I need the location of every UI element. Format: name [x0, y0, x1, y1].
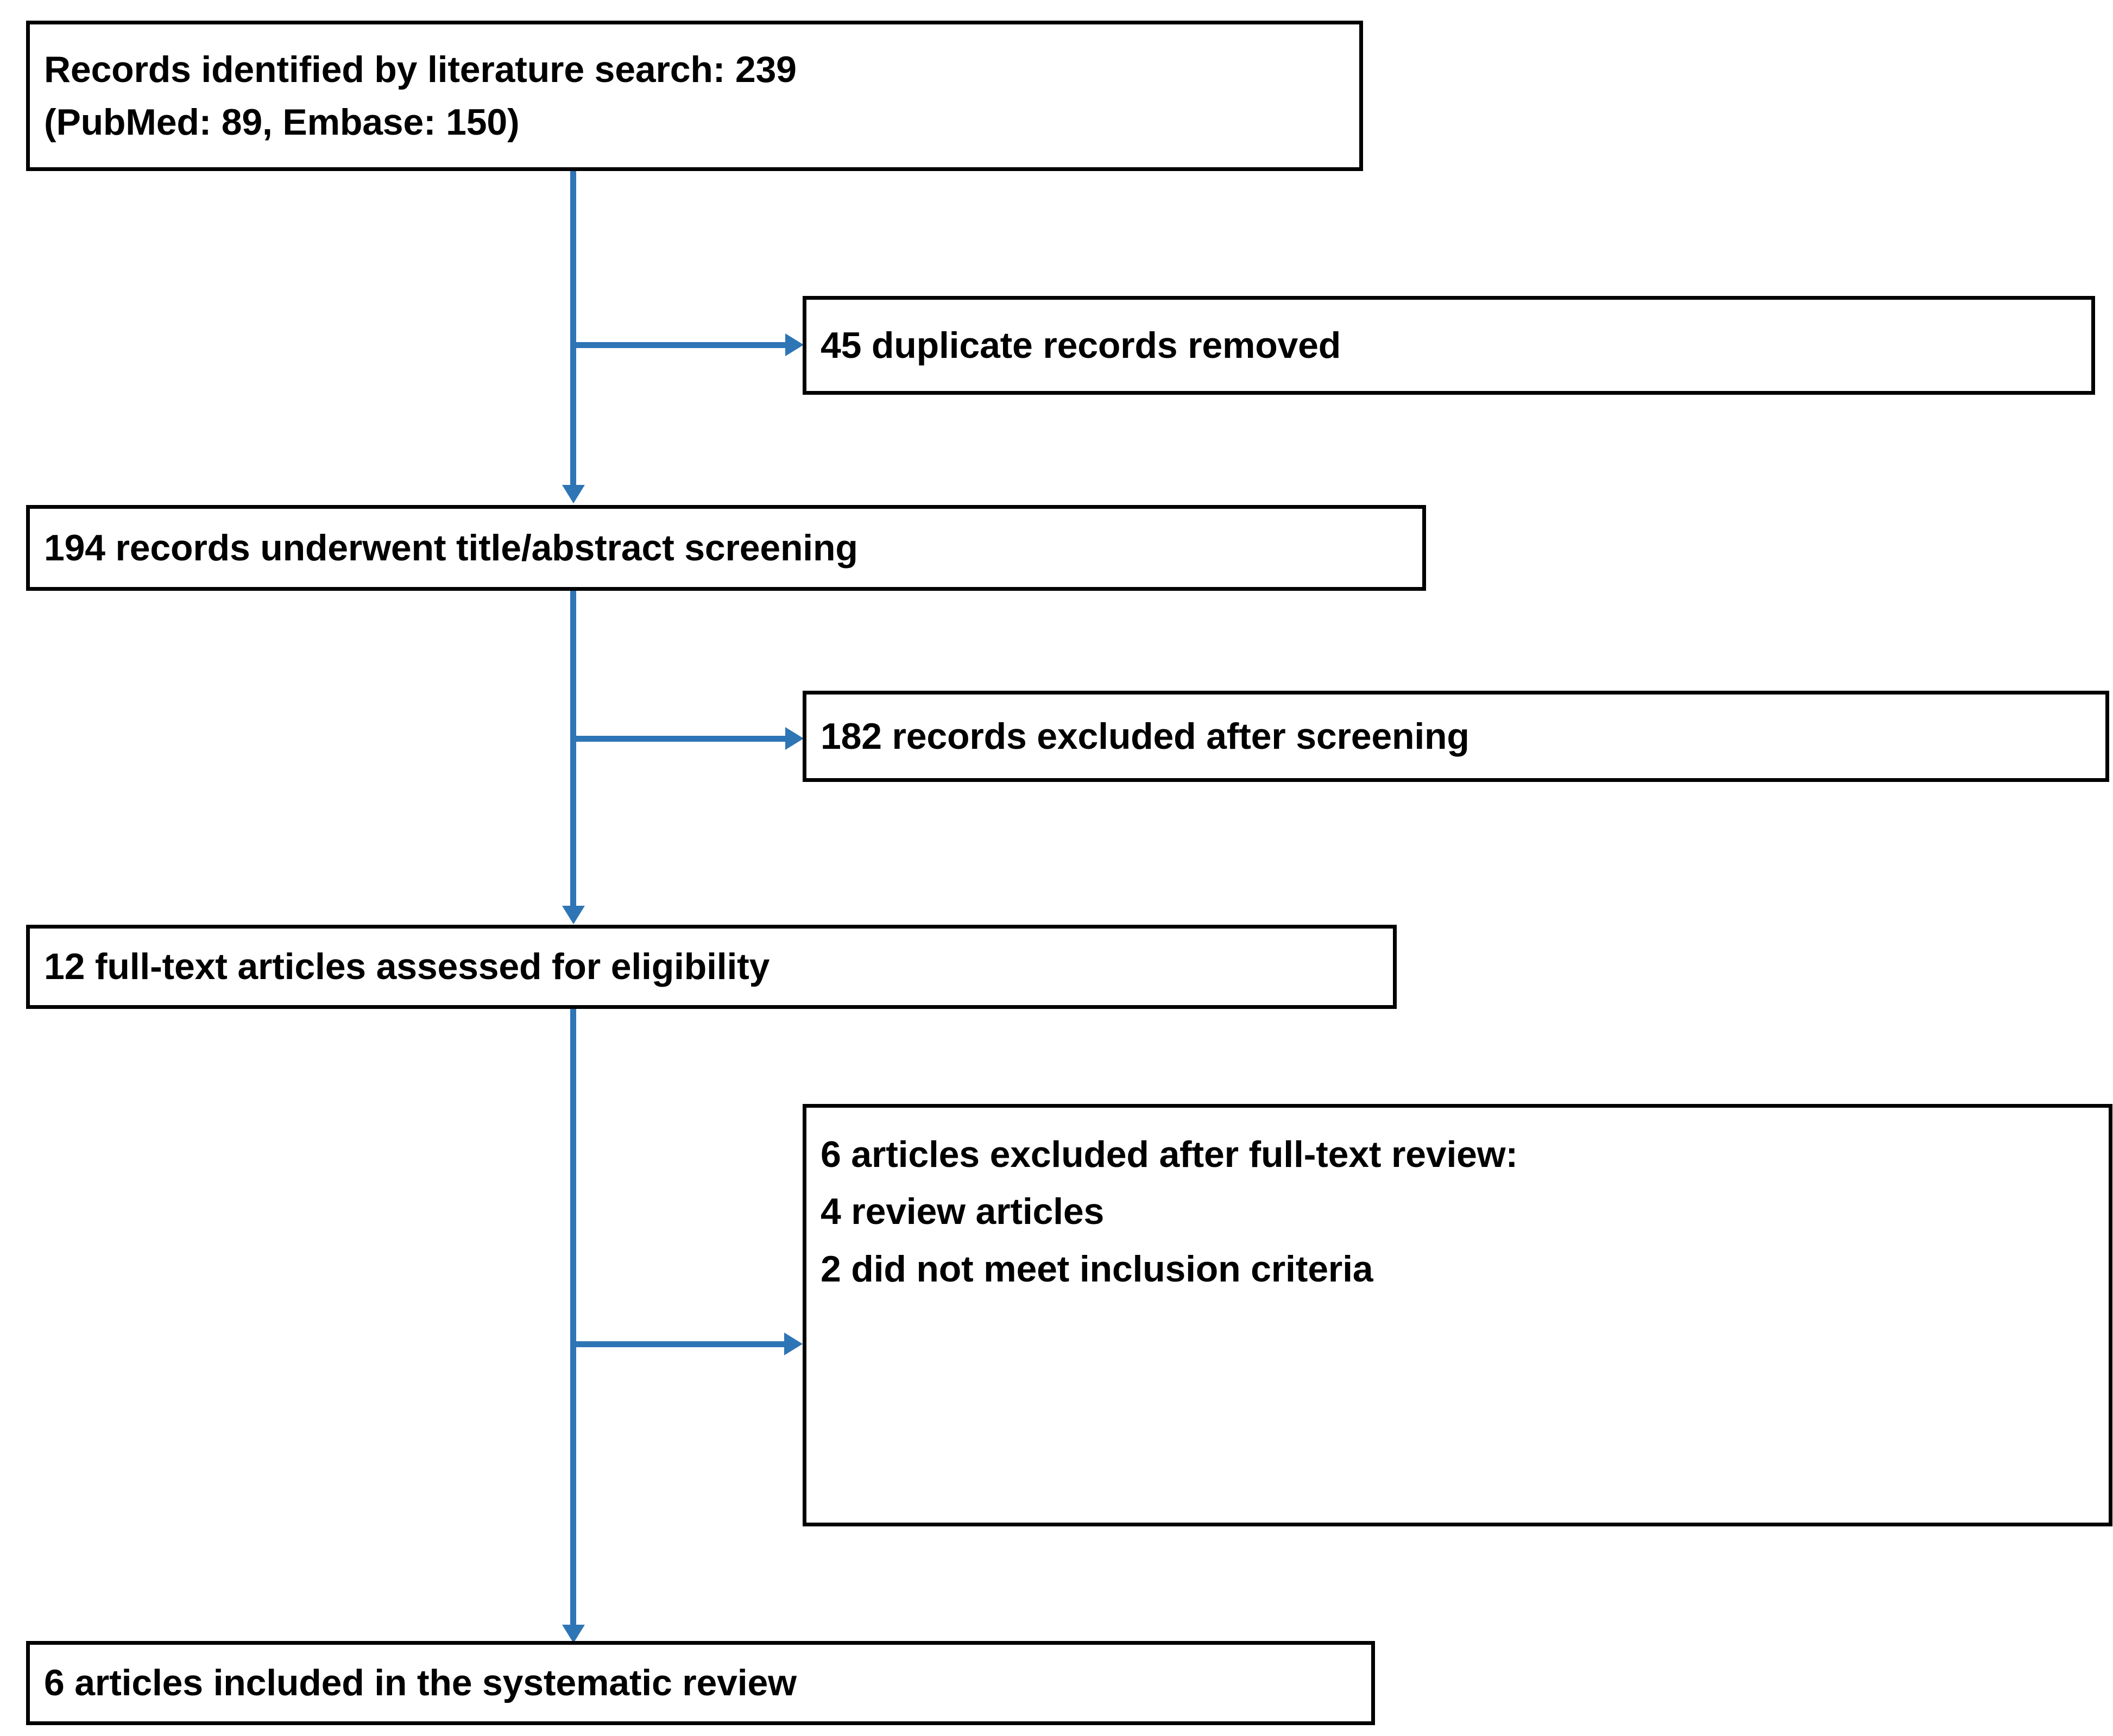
node-fulltext-assessed: 12 full-text articles assessed for eligi…: [26, 925, 1397, 1009]
node-screening-excluded: 182 records excluded after screening: [803, 691, 2109, 782]
node-fulltext-excluded-line-2: 4 review articles: [821, 1191, 1105, 1233]
arrowhead-right-to-duplicates: [785, 333, 804, 356]
node-records-identified-line-1: Records identified by literature search:…: [44, 48, 797, 90]
node-records-screened: 194 records underwent title/abstract scr…: [26, 505, 1426, 591]
arrowhead-down-to-screened: [562, 485, 585, 503]
node-screening-excluded-line-1: 182 records excluded after screening: [821, 715, 1469, 757]
node-fulltext-excluded-line-3: 2 did not meet inclusion criteria: [821, 1248, 1373, 1290]
arrowhead-down-to-included: [562, 1625, 585, 1643]
connector-screened-to-fulltext: [570, 589, 576, 907]
node-records-screened-line-1: 194 records underwent title/abstract scr…: [44, 527, 858, 569]
node-fulltext-excluded-line-1: 6 articles excluded after full-text revi…: [821, 1134, 1518, 1175]
connector-fulltext-to-fulltext-excluded: [574, 1341, 786, 1347]
node-articles-included-line-1: 6 articles included in the systematic re…: [44, 1662, 797, 1704]
arrowhead-right-to-fulltext-excluded: [784, 1333, 803, 1355]
connector-identified-to-duplicates: [574, 342, 787, 348]
node-records-identified-line-2: (PubMed: 89, Embase: 150): [44, 101, 520, 143]
connector-fulltext-to-included: [570, 1007, 576, 1626]
node-articles-included: 6 articles included in the systematic re…: [26, 1641, 1375, 1725]
node-fulltext-excluded: 6 articles excluded after full-text revi…: [803, 1104, 2112, 1526]
node-fulltext-assessed-line-1: 12 full-text articles assessed for eligi…: [44, 946, 770, 988]
node-duplicates-removed-line-1: 45 duplicate records removed: [821, 324, 1341, 366]
connector-screened-to-excluded: [574, 736, 787, 742]
node-records-identified: Records identified by literature search:…: [26, 21, 1363, 171]
arrowhead-down-to-fulltext: [562, 906, 585, 924]
node-duplicates-removed: 45 duplicate records removed: [803, 296, 2095, 395]
arrowhead-right-to-screening-excluded: [785, 727, 804, 750]
connector-identified-to-screened: [570, 171, 576, 486]
